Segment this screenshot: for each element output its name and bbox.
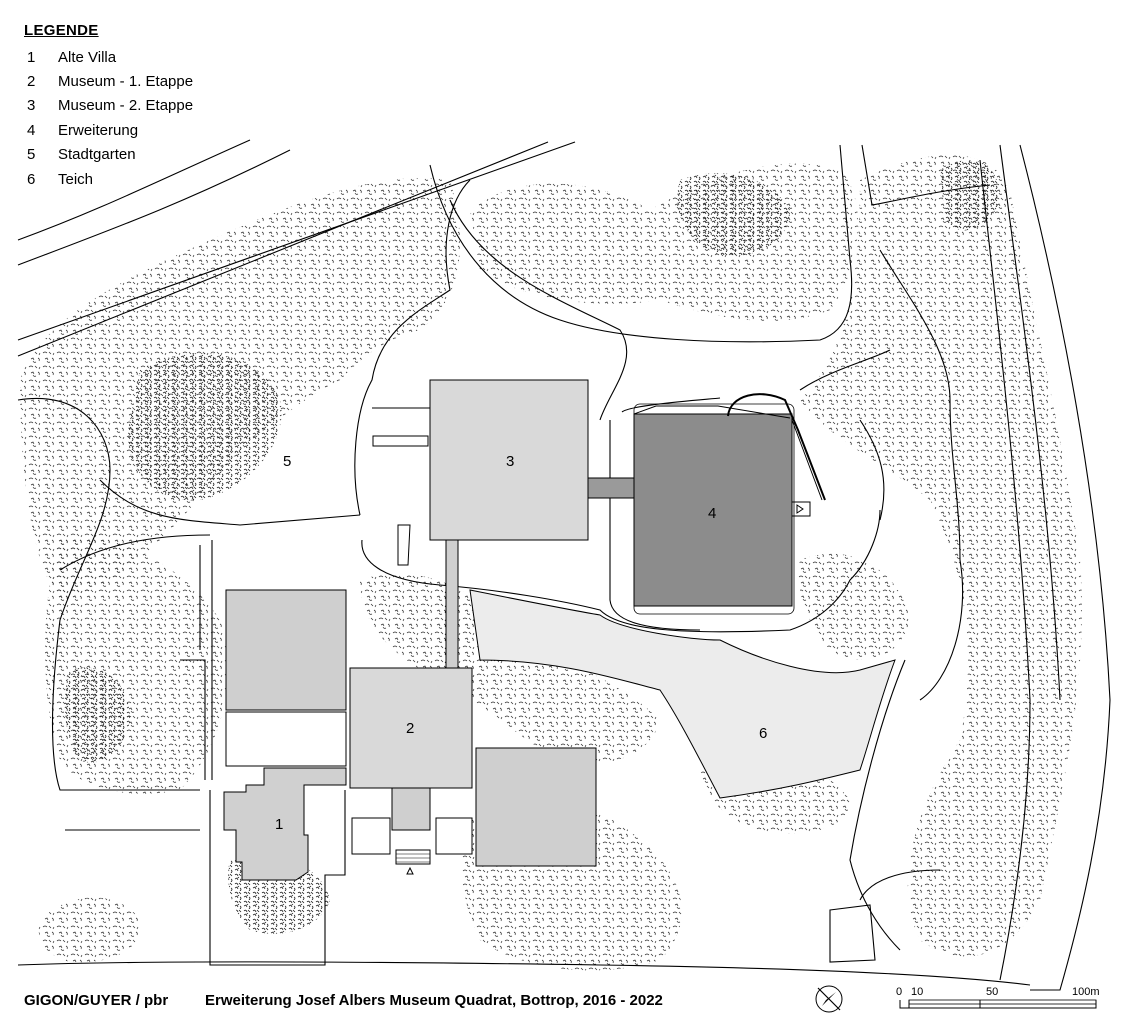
label-alte-villa: 1 (275, 816, 283, 833)
scale-bar: 0 10 50 100m (896, 986, 1100, 1009)
legend-number: 5 (27, 146, 36, 164)
building-alte-villa (223, 767, 347, 881)
legend-number: 4 (27, 121, 36, 139)
label-museum-2: 3 (506, 453, 514, 470)
paths (17, 139, 1111, 991)
building-museum-1-etappe (349, 667, 473, 789)
legend-item: 4 Erweiterung (24, 118, 193, 142)
legend-item: 6 Teich (24, 167, 193, 191)
legend-label: Museum - 1. Etappe (58, 73, 194, 91)
legend-number: 2 (27, 73, 36, 91)
scale-tick-10: 10 (911, 986, 923, 998)
legend-title: LEGENDE (24, 22, 99, 39)
legend-number: 1 (27, 48, 36, 66)
label-stadtgarten: 5 (283, 453, 291, 470)
building-erweiterung (633, 413, 793, 607)
legend-item: 3 Museum - 2. Etappe (24, 94, 193, 118)
legend-number: 6 (27, 170, 36, 188)
scale-tick-50: 50 (986, 986, 998, 998)
legend: LEGENDE 1 Alte Villa 2 Museum - 1. Etapp… (24, 22, 193, 191)
road-north-curve-inner (17, 149, 291, 266)
legend-item: 1 Alte Villa (24, 45, 193, 69)
label-erweiterung: 4 (708, 505, 716, 522)
project-title: Erweiterung Josef Albers Museum Quadrat,… (205, 992, 663, 1009)
pond-teich (469, 589, 896, 799)
architect-credit: GIGON/GUYER / pbr (24, 992, 169, 1009)
legend-number: 3 (27, 97, 36, 115)
building-museum-2-etappe (429, 379, 589, 541)
entrance-marker-icon (406, 866, 414, 875)
scale-tick-0: 0 (896, 986, 902, 998)
label-museum-1: 2 (406, 720, 414, 737)
scale-tick-100m: 100m (1072, 986, 1100, 998)
connector-bridge (587, 477, 635, 499)
legend-label: Erweiterung (58, 121, 139, 139)
entrance-marker-icon (796, 504, 804, 514)
label-teich: 6 (759, 725, 767, 742)
north-arrow-icon (815, 985, 843, 1013)
legend-item: 2 Museum - 1. Etappe (24, 69, 193, 93)
legend-item: 5 Stadtgarten (24, 143, 193, 167)
legend-label: Alte Villa (58, 48, 117, 66)
legend-label: Museum - 2. Etappe (58, 97, 194, 115)
buildings (223, 379, 826, 881)
plan-labels: 1 2 3 4 5 6 (275, 453, 767, 833)
road-north-curve (17, 139, 251, 241)
legend-label: Teich (58, 170, 94, 188)
legend-label: Stadtgarten (58, 146, 136, 164)
